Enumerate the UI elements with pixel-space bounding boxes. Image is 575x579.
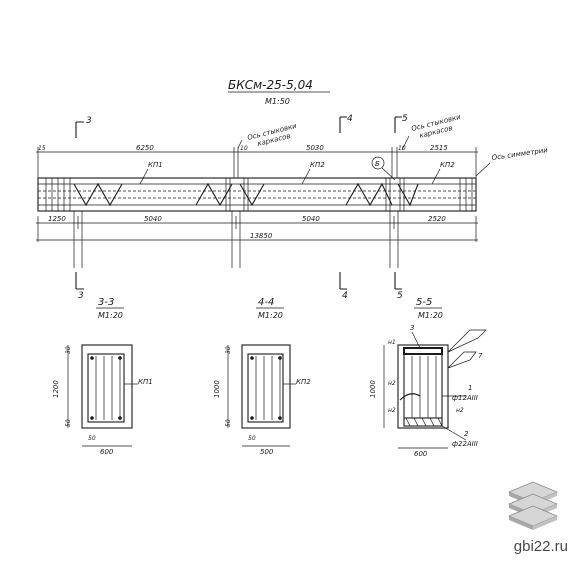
total-length: 13850 (250, 232, 273, 240)
section-4-4: 4-4 М1:20 1000 30 50 50 500 КП2 (213, 297, 311, 456)
section-3-3-title: 3-3 (98, 297, 114, 308)
svg-text:500: 500 (260, 448, 274, 456)
svg-text:50: 50 (225, 419, 232, 427)
svg-text:4: 4 (342, 291, 348, 301)
svg-text:10: 10 (398, 145, 406, 152)
svg-text:1250: 1250 (48, 215, 66, 223)
svg-text:3: 3 (78, 291, 84, 301)
bottom-dimension-chain: 1250 5040 5040 2520 13850 (36, 215, 478, 242)
symmetry-axis-label: Ось симметрии (475, 146, 549, 177)
svg-text:1200: 1200 (52, 380, 60, 398)
svg-text:5: 5 (397, 291, 403, 301)
section-4-4-scale: М1:20 (258, 311, 283, 320)
svg-text:н1: н1 (388, 339, 396, 346)
svg-text:30: 30 (225, 346, 232, 354)
svg-text:1: 1 (468, 384, 472, 392)
svg-text:2: 2 (464, 430, 469, 438)
svg-text:5040: 5040 (144, 215, 162, 223)
svg-text:5040: 5040 (302, 215, 320, 223)
cut-mark-5-bottom: 5 (394, 272, 403, 301)
svg-text:4: 4 (347, 114, 353, 124)
svg-text:н2: н2 (456, 407, 464, 414)
section-3-3-scale: М1:20 (98, 311, 123, 320)
svg-text:5: 5 (402, 114, 408, 124)
cut-mark-5-top: 5 (394, 114, 408, 133)
site-logo-icon (507, 481, 559, 530)
svg-text:Б: Б (375, 160, 380, 168)
cut-mark-3-bottom: 3 (75, 272, 84, 301)
svg-text:ф12АIII: ф12АIII (452, 394, 478, 402)
svg-text:н2: н2 (388, 380, 396, 387)
svg-text:2515: 2515 (430, 144, 448, 152)
svg-text:6250: 6250 (136, 144, 154, 152)
svg-text:1000: 1000 (213, 380, 221, 398)
svg-text:50: 50 (88, 435, 96, 442)
node-callout: Б (371, 156, 396, 181)
svg-text:Ось симметрии: Ось симметрии (491, 146, 549, 162)
svg-text:10: 10 (240, 145, 248, 152)
section-5-5-scale: М1:20 (418, 311, 443, 320)
svg-text:ф22АIII: ф22АIII (452, 440, 478, 448)
svg-text:600: 600 (100, 448, 114, 456)
site-watermark[interactable]: gbi22.ru (513, 538, 568, 555)
svg-text:30: 30 (65, 346, 72, 354)
svg-text:50: 50 (65, 419, 72, 427)
svg-text:600: 600 (414, 450, 428, 458)
svg-text:2520: 2520 (428, 215, 446, 223)
frame-label-kp2: КП2 (310, 161, 325, 169)
section-3-3-frame: КП1 (138, 378, 153, 386)
frame-label-kp2b: КП2 (440, 161, 455, 169)
svg-text:7: 7 (478, 352, 483, 360)
svg-text:3: 3 (86, 116, 92, 126)
section-4-4-frame: КП2 (296, 378, 311, 386)
drawing-title: БКСм-25-5,04 (228, 78, 313, 92)
svg-text:15: 15 (38, 145, 46, 152)
cut-mark-4-top: 4 (339, 114, 353, 133)
svg-text:3: 3 (410, 324, 414, 332)
section-5-5-title: 5-5 (416, 297, 432, 308)
cut-mark-3-top: 3 (75, 116, 92, 138)
svg-text:50: 50 (248, 435, 256, 442)
frame-label-kp1: КП1 (148, 161, 163, 169)
cut-mark-4-bottom: 4 (339, 272, 348, 301)
title-scale: М1:50 (265, 97, 290, 106)
section-5-5: 5-5 М1:20 1000 600 н1 3 н2 н2 н2 1 7 2 ф… (369, 297, 487, 458)
section-3-3: 3-3 М1:20 1200 30 50 50 600 КП1 (52, 297, 153, 456)
top-dimension-chain: 15 6250 10 5030 10 2515 (36, 144, 478, 178)
svg-text:5030: 5030 (306, 144, 324, 152)
svg-text:1000: 1000 (369, 380, 377, 398)
svg-text:н2: н2 (388, 407, 396, 414)
beam-elevation (37, 177, 477, 212)
section-4-4-title: 4-4 (258, 297, 274, 308)
column-supports (73, 211, 399, 268)
